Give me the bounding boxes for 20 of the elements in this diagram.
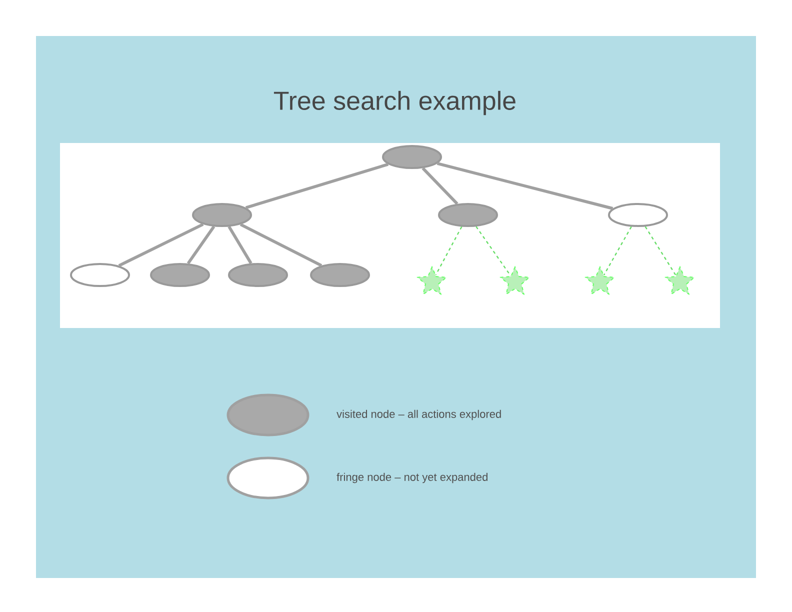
tree-node-ellipse — [382, 145, 442, 169]
tree-branch — [228, 226, 252, 264]
tree-branch — [118, 222, 204, 268]
tree-branch — [603, 226, 632, 276]
legend-label: visited node – all actions explored — [336, 410, 501, 420]
tree-node-ellipse — [228, 262, 288, 287]
tree-branch — [436, 162, 614, 210]
title: Tree search example — [274, 90, 516, 116]
tree-node-ellipse — [150, 262, 210, 287]
tree-node-ellipse — [608, 203, 668, 227]
tree-branch — [186, 226, 216, 264]
tree-node-ellipse — [310, 262, 370, 287]
tree-branch — [240, 223, 322, 267]
tree-node-ellipse — [192, 203, 252, 227]
legend-label: fringe node – not yet expanded — [336, 472, 488, 484]
tree-branch — [435, 226, 462, 276]
tree-node-ellipse — [438, 203, 498, 227]
tree-branch — [245, 162, 389, 210]
tree-branch — [422, 167, 458, 205]
tree-node-ellipse — [70, 262, 130, 287]
